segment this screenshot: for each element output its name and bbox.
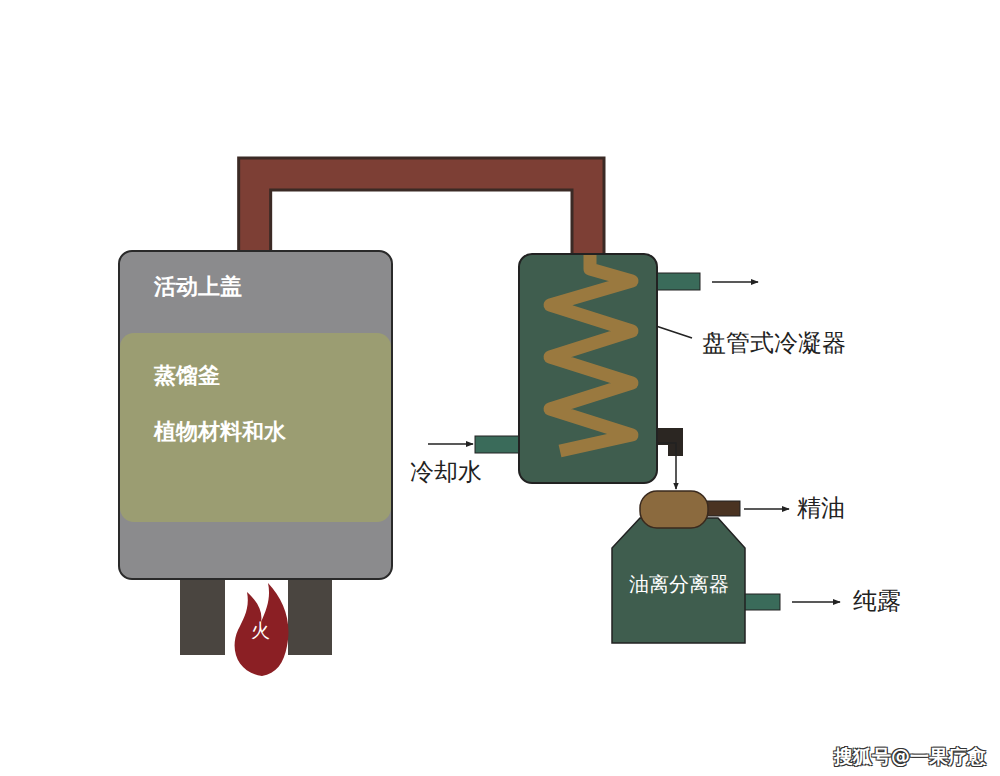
- hydrosol-outlet: [744, 594, 780, 610]
- coil-tube: [550, 255, 632, 451]
- connector-group: [255, 174, 588, 253]
- coil-condenser: 盘管式冷凝器: [518, 253, 658, 484]
- vapor-pipe: [255, 174, 588, 253]
- cooling-water-label: 冷却水: [410, 458, 482, 487]
- separator-shape: [612, 490, 746, 644]
- vessel-label: 蒸馏釜: [154, 363, 220, 389]
- stove-leg: [288, 580, 332, 655]
- water-outlet-pipe: [655, 273, 700, 290]
- flow-arrow: [428, 443, 473, 445]
- flow-arrow: [792, 601, 840, 603]
- flow-arrow: [744, 508, 789, 510]
- separator-cap: [640, 491, 708, 528]
- oil-separator: 油离分离器: [612, 490, 746, 644]
- lid-label: 活动上盖: [154, 274, 242, 300]
- plant-water-band: 蒸馏釜植物材料和水: [120, 333, 391, 522]
- oil-spout: [700, 501, 740, 516]
- separator-label: 油离分离器: [612, 572, 746, 596]
- leader-arrow: [641, 321, 692, 338]
- distillation-pot: 活动上盖蒸馏釜植物材料和水: [118, 250, 393, 580]
- fire-label: 火: [251, 619, 270, 642]
- pipe-outline: [255, 174, 588, 253]
- flow-connector: [658, 443, 676, 489]
- separator-body: [612, 518, 745, 643]
- oil-label: 精油: [797, 494, 845, 523]
- content-label: 植物材料和水: [154, 419, 286, 445]
- condenser-label: 盘管式冷凝器: [702, 329, 846, 358]
- condenser-coil: [520, 255, 656, 482]
- watermark: 搜狐号@一果疗愈: [834, 745, 986, 768]
- flow-arrow: [712, 281, 758, 283]
- flame: [235, 583, 289, 676]
- connector-group: [658, 443, 676, 489]
- stove-leg: [180, 580, 225, 655]
- water-inlet-pipe: [475, 436, 520, 453]
- outlet-elbow: [655, 428, 683, 456]
- hydrosol-label: 纯露: [853, 587, 901, 616]
